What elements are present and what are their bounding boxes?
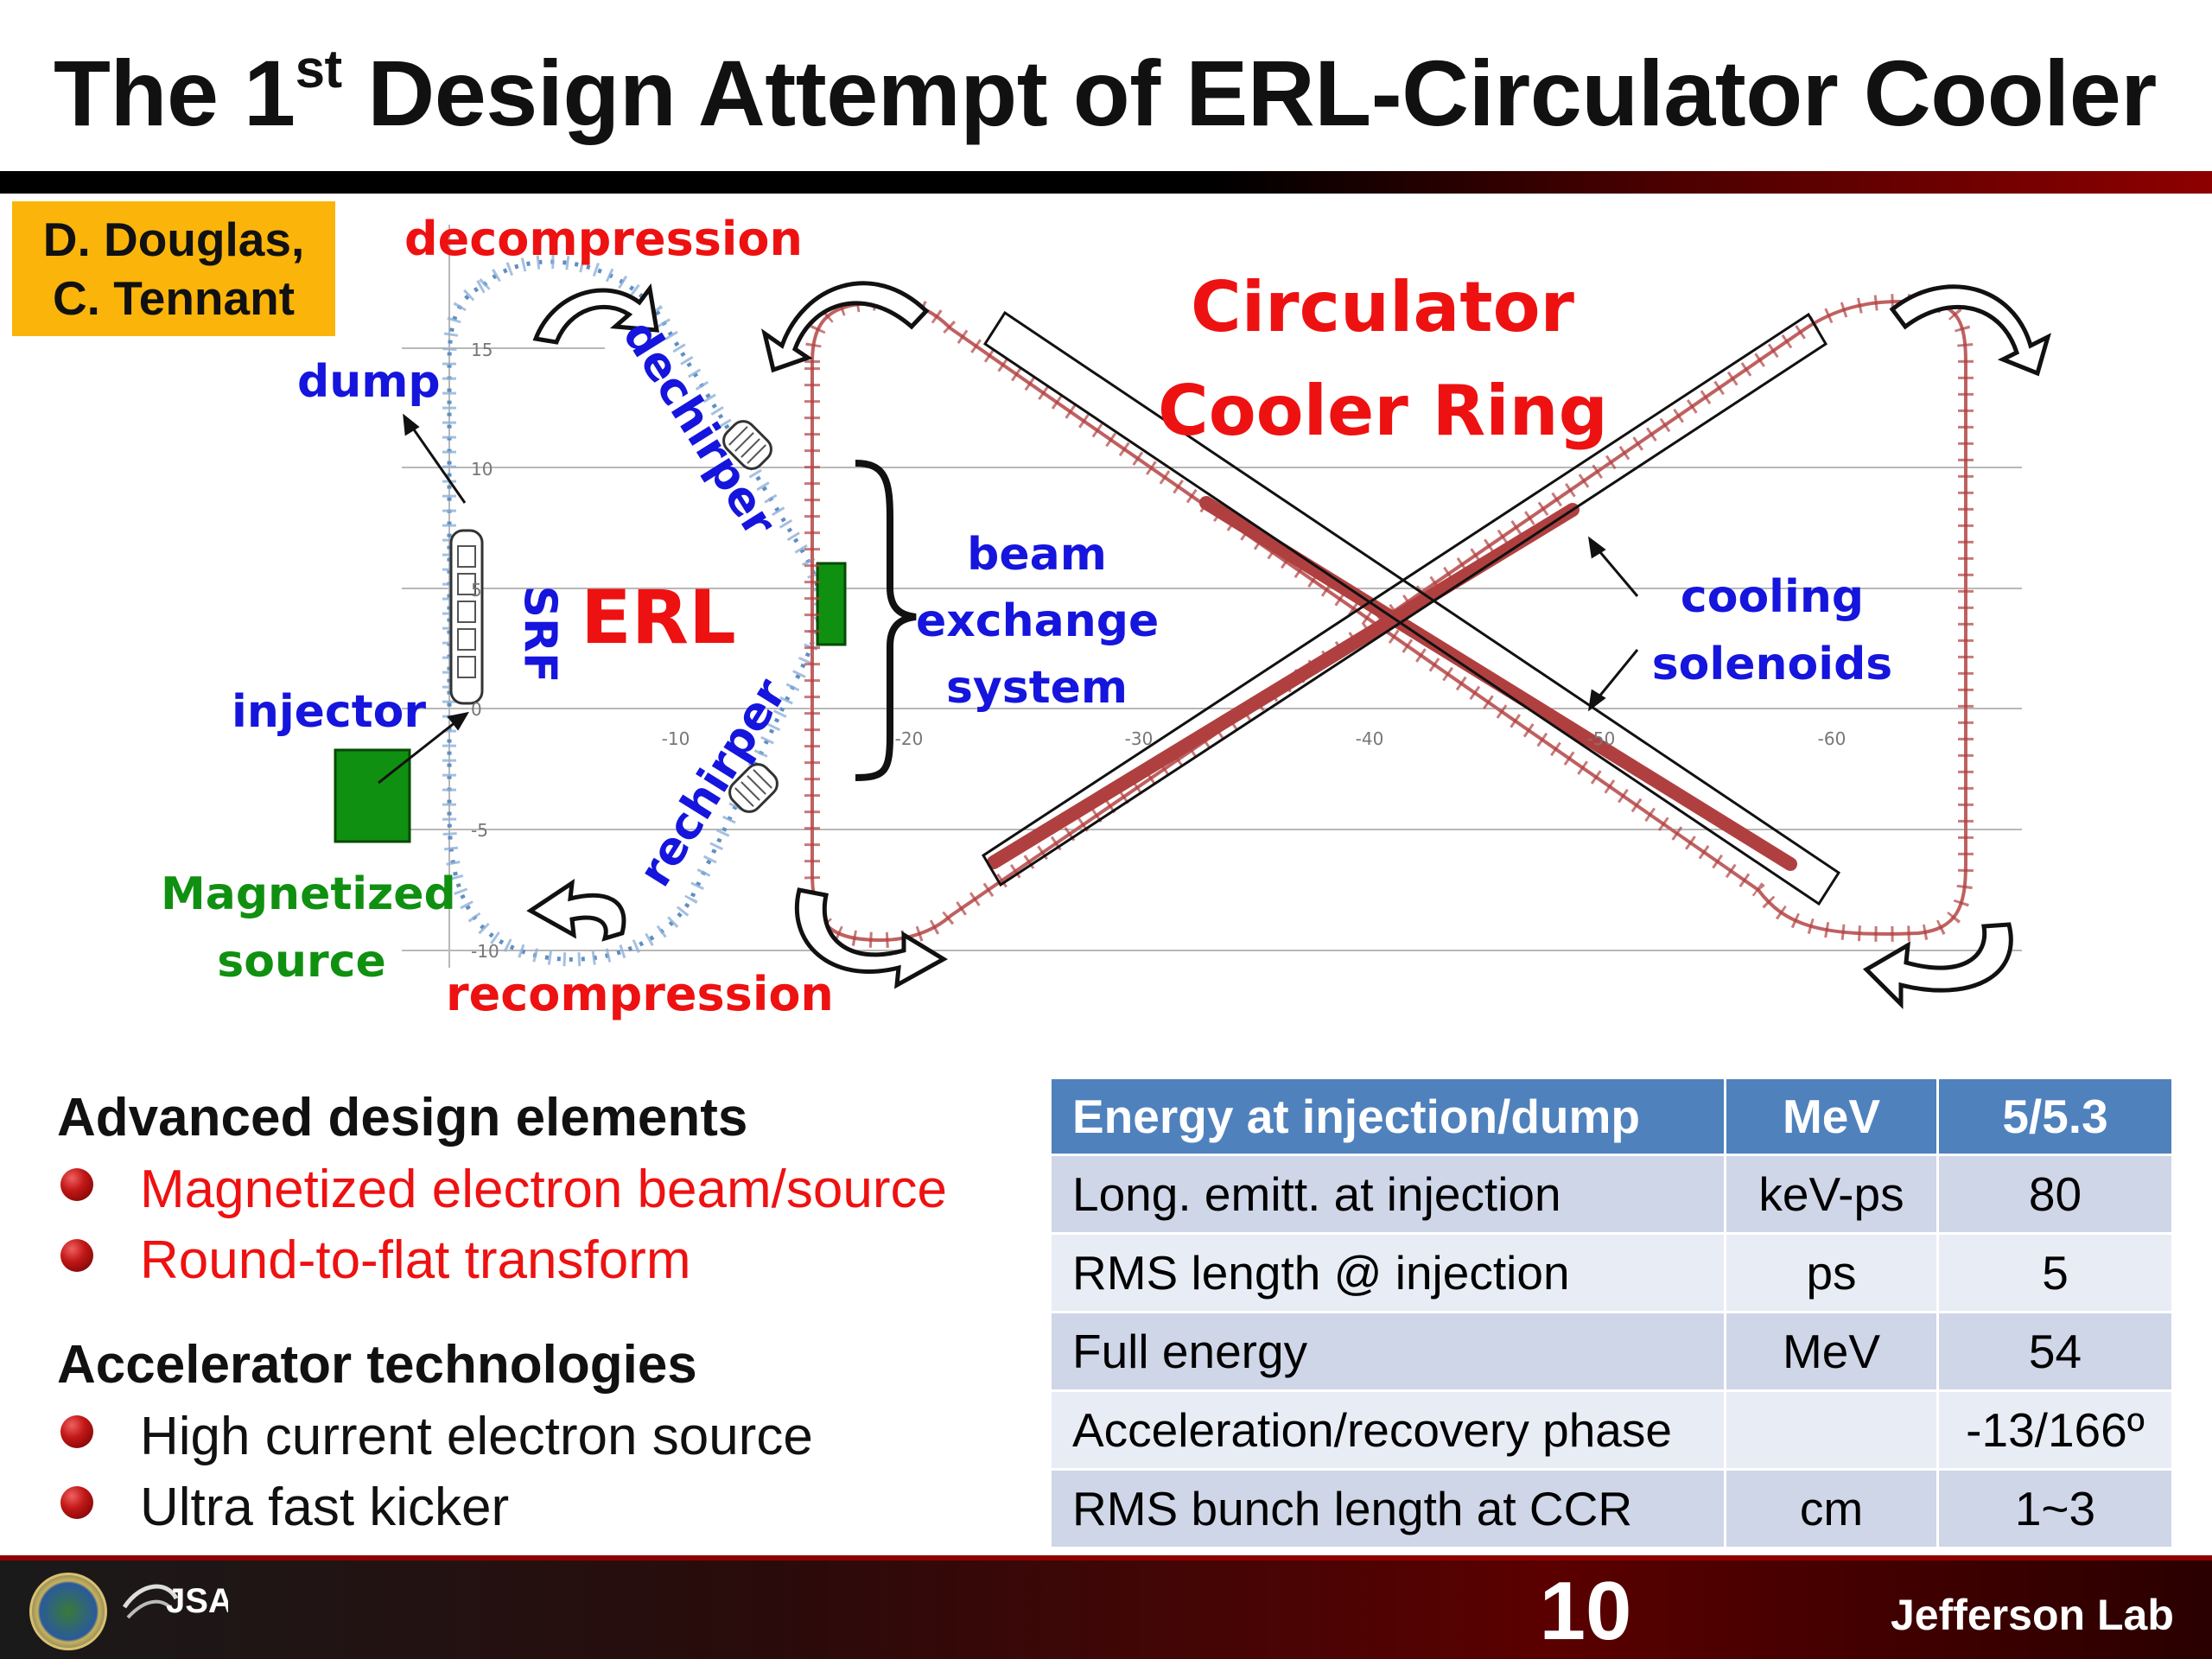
bullet-icon	[60, 1168, 93, 1201]
ring-tick-m20: -20	[895, 728, 924, 749]
slide-title: The 1st Design Attempt of ERL-Circulator…	[54, 40, 2157, 145]
table-cell: MeV	[1724, 1077, 1939, 1156]
table-cell: Acceleration/recovery phase	[1049, 1389, 1726, 1471]
author-line-2: C. Tennant	[52, 271, 296, 325]
author-box: D. Douglas, C. Tennant	[12, 201, 335, 336]
beam-exchange-block	[816, 562, 847, 646]
table-cell: RMS bunch length at CCR	[1049, 1468, 1726, 1549]
pointer-arrows	[378, 413, 1639, 785]
table-cell: 1~3	[1936, 1468, 2174, 1549]
label-magnetized-source: Magnetized source	[161, 868, 456, 988]
table-cell: Full energy	[1049, 1311, 1726, 1392]
solenoid-frames	[981, 310, 1841, 906]
table-row: Full energy MeV 54	[1049, 1311, 2174, 1392]
doe-seal-logo	[29, 1573, 107, 1650]
table-cell: 54	[1936, 1311, 2174, 1392]
bullet-text: Magnetized electron beam/source	[140, 1160, 947, 1219]
label-circulator-cooler-ring: Circulator Cooler Ring	[1158, 267, 1608, 451]
table-row: Long. emitt. at injection keV-ps 80	[1049, 1154, 2174, 1235]
label-beam-exchange-system: beam exchange system	[916, 529, 1160, 714]
beam-exchange-brace	[855, 460, 917, 781]
page-number: 10	[1539, 1565, 1632, 1657]
ring-tick-m30: -30	[1125, 728, 1154, 749]
footer-divider	[0, 1555, 2212, 1560]
erl-tick-m10: -10	[471, 941, 499, 962]
table-row: RMS length @ injection ps 5	[1049, 1232, 2174, 1313]
erl-tick-10: 10	[471, 459, 493, 480]
bullet-item: High current electron source	[57, 1407, 1007, 1467]
section-heading-technologies: Accelerator technologies	[57, 1335, 697, 1395]
bullet-text: Round-to-flat transform	[140, 1230, 691, 1290]
label-recompression: recompression	[446, 967, 834, 1021]
label-erl: ERL	[581, 575, 736, 661]
table-cell: MeV	[1724, 1311, 1939, 1392]
bullet-item: Round-to-flat transform	[57, 1230, 1007, 1291]
bullet-icon	[60, 1486, 93, 1519]
jefferson-lab-logo-text: Jefferson Lab	[1891, 1591, 2174, 1639]
table-cell: -13/166º	[1936, 1389, 2174, 1471]
dechirper-cavity	[722, 420, 772, 470]
table-cell: 5/5.3	[1936, 1077, 2174, 1156]
erl-tick-15: 15	[471, 340, 493, 360]
table-row: Acceleration/recovery phase -13/166º	[1049, 1389, 2174, 1471]
erl-circulator-diagram: 15 10 5 0 -5 -10 -10 -20 -30 -40 -50 -60	[334, 225, 2051, 1010]
rechirper-cavity	[728, 763, 779, 813]
label-dump: dump	[297, 356, 441, 408]
bullet-icon	[60, 1239, 93, 1272]
bullet-text: High current electron source	[140, 1407, 813, 1466]
srf-cryomodule	[449, 529, 484, 705]
bullet-text: Ultra fast kicker	[140, 1478, 510, 1537]
table-cell: Long. emitt. at injection	[1049, 1154, 1726, 1235]
table-row: RMS bunch length at CCR cm 1~3	[1049, 1468, 2174, 1549]
table-cell	[1724, 1389, 1939, 1471]
magnetized-source-block	[334, 748, 411, 843]
jsa-logo-text: JSA	[166, 1582, 228, 1620]
label-srf: SRF	[513, 585, 566, 683]
bullet-item: Ultra fast kicker	[57, 1478, 1007, 1538]
erl-axis-ticks: 15 10 5 0 -5 -10	[471, 340, 499, 962]
label-cooling-solenoids: cooling solenoids	[1651, 571, 1893, 690]
footer-bar	[0, 1560, 2212, 1659]
ring-tick-m10: -10	[662, 728, 690, 749]
jsa-logo: JSA	[122, 1582, 228, 1620]
ring-axis-ticks: -10 -20 -30 -40 -50 -60	[662, 728, 1847, 749]
cooling-solenoid-bands	[987, 496, 1797, 871]
erl-beamline	[447, 259, 822, 962]
table-cell: 80	[1936, 1154, 2174, 1235]
table-cell: keV-ps	[1724, 1154, 1939, 1235]
author-line-1: D. Douglas,	[42, 213, 305, 266]
flow-arrows	[526, 281, 2051, 1010]
bullet-icon	[60, 1415, 93, 1448]
label-decompression: decompression	[404, 212, 803, 266]
table-cell: cm	[1724, 1468, 1939, 1549]
table-cell: RMS length @ injection	[1049, 1232, 1726, 1313]
section-heading-advanced: Advanced design elements	[57, 1088, 748, 1147]
title-divider-bar	[0, 171, 2212, 194]
erl-tick-m5: -5	[471, 820, 488, 841]
erl-tick-5: 5	[471, 580, 482, 601]
table-cell: 5	[1936, 1232, 2174, 1313]
bullet-item: Magnetized electron beam/source	[57, 1160, 1007, 1220]
table-cell: ps	[1724, 1232, 1939, 1313]
table-header-row: Energy at injection/dump MeV 5/5.3	[1049, 1077, 2174, 1156]
ring-tick-m40: -40	[1356, 728, 1384, 749]
ring-tick-m50: -50	[1587, 728, 1616, 749]
parameter-table: Energy at injection/dump MeV 5/5.3 Long.…	[1049, 1077, 2174, 1549]
label-injector: injector	[232, 686, 426, 738]
ring-tick-m60: -60	[1818, 728, 1847, 749]
erl-tick-0: 0	[471, 699, 482, 720]
table-cell: Energy at injection/dump	[1049, 1077, 1726, 1156]
